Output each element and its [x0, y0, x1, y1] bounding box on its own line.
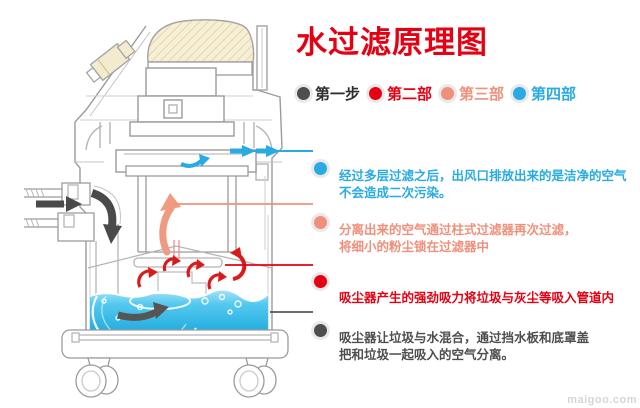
- water-swirl-arrow: [117, 302, 169, 321]
- annotation-step2: 吸尘器产生的强劲吸力将垃圾与灰尘等吸入管道内: [312, 256, 634, 307]
- step3-marker-dot-icon: [314, 215, 327, 229]
- page-title: 水过滤原理图: [296, 25, 488, 60]
- annotation-text: 吸尘器让垃圾与水混合，通过挡水板和底罩盖 把和垃圾一起吸入的空气分离。: [339, 331, 590, 362]
- annotation-connectors: [173, 203, 313, 313]
- suction-swirl-arrows: [137, 247, 247, 290]
- step4-dot-icon: [513, 87, 527, 100]
- legend-item-step1: 第一步: [297, 83, 360, 104]
- step2-dot-icon: [369, 87, 383, 100]
- caster-wheel-right: [233, 357, 277, 398]
- handle-latch: [85, 39, 136, 84]
- step4-marker-dot-icon: [314, 161, 327, 175]
- step1-marker-dot-icon: [314, 323, 327, 337]
- step2-marker-dot-icon: [314, 275, 327, 288]
- base-frame: [61, 329, 289, 359]
- caster-wheel-left: [75, 357, 119, 398]
- annotation-step4: 经过多层过滤之后，出风口排放出来的是洁净的空气 不会造成二次污染。: [312, 134, 634, 202]
- legend-item-label: 第三部: [459, 86, 505, 103]
- step-legend: 第一步 第二部 第三部 第四部: [297, 83, 576, 104]
- legend-item-step4: 第四部: [513, 83, 576, 104]
- step1-dot-icon: [297, 87, 310, 100]
- legend-item-label: 第二部: [387, 86, 433, 103]
- annotation-text: 经过多层过滤之后，出风口排放出来的是洁净的空气 不会造成二次污染。: [339, 169, 627, 200]
- legend-item-label: 第四部: [531, 86, 577, 103]
- exhaust-out-arrows: [230, 145, 313, 157]
- filter-upflow-arrow: [159, 193, 181, 256]
- annotation-text: 吸尘器产生的强劲吸力将垃圾与灰尘等吸入管道内: [339, 291, 615, 305]
- legend-item-step2: 第二部: [369, 83, 432, 104]
- inlet-airflow-arrow: [36, 196, 82, 212]
- legend-item-label: 第一步: [315, 86, 361, 103]
- down-pipe-airflow-arrow: [90, 189, 122, 244]
- annotation-text: 分离出来的空气通过柱式过滤器再次过滤， 将细小的粉尘锁在过滤器中: [339, 223, 577, 254]
- legend-item-step3: 第三部: [441, 83, 504, 104]
- annotation-step1: 吸尘器让垃圾与水混合，通过挡水板和底罩盖 把和垃圾一起吸入的空气分离。: [312, 296, 634, 364]
- watermark: maigoo.com: [567, 394, 637, 406]
- annotation-step3: 分离出来的空气通过柱式过滤器再次过滤， 将细小的粉尘锁在过滤器中: [312, 188, 634, 256]
- exhaust-swirl-arrow: [180, 154, 210, 168]
- step3-dot-icon: [441, 87, 455, 100]
